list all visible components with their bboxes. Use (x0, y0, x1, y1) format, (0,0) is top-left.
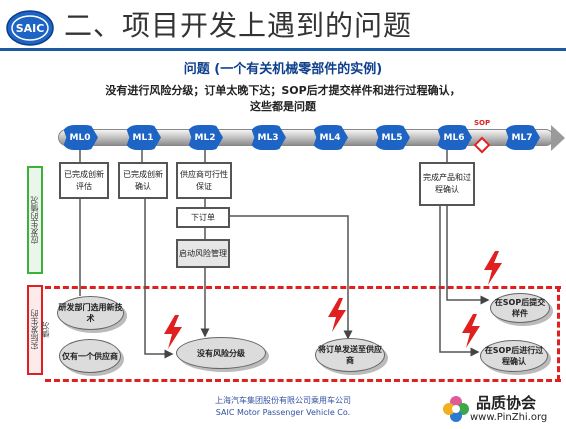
actual-region-bottom-border (45, 379, 561, 382)
box-start-risk-management: 启动风险管理 (176, 239, 230, 268)
sop-label: SOP (474, 119, 491, 127)
saic-logo: SAIC (6, 10, 54, 46)
logo-text: SAIC (16, 22, 45, 35)
slide-subtitle: 问题 (一个有关机械零部件的实例) (183, 62, 383, 77)
actual-band: 实际发生的情况 (27, 285, 50, 375)
footer-company-cn: 上海汽车集团股份有限公司乘用车公司 (215, 396, 351, 405)
box-innovation-assessed: 已完成创新评估 (59, 162, 109, 199)
cloud-samples-after-sop-label: 在SOP后提交样件 (494, 298, 546, 318)
milestone-ml3: ML3 (250, 125, 286, 150)
milestone-ml7: ML7 (504, 125, 540, 150)
milestone-ml2: ML2 (187, 125, 223, 150)
cloud-process-confirm-after-sop: 在SOP后进行过程确认 (480, 335, 548, 372)
lightning-icon (462, 314, 480, 348)
milestone-ml6: ML6 (436, 125, 472, 150)
cloud-samples-after-sop: 在SOP后提交样件 (490, 288, 550, 323)
cloud-process-confirm-after-sop-label: 在SOP后进行过程确认 (484, 346, 544, 366)
footer-company-en: SAIC Motor Passenger Vehicle Co. (215, 408, 351, 417)
cloud-rd-new-tech-label: 研发部门选用新技术 (58, 303, 123, 323)
cloud-rd-new-tech: 研发部门选用新技术 (57, 291, 124, 330)
expected-label: 应发生的情况 (30, 196, 39, 244)
lightning-icon (164, 315, 182, 349)
title-divider (0, 48, 566, 51)
expected-band: 应发生的情况 (27, 166, 43, 274)
cloud-single-supplier-label: 仅有一个供应商 (62, 351, 118, 361)
actual-label: 实际发生的情况 (30, 310, 50, 350)
milestone-ml1: ML1 (125, 125, 161, 150)
watermark-url: www.PinZhi.org (470, 412, 548, 423)
lightning-icon (484, 251, 502, 285)
lightning-icon (328, 298, 346, 332)
cloud-order-to-supplier-label: 将订单发送至供应商 (318, 345, 382, 365)
watermark-name: 品质协会 (476, 394, 537, 412)
milestone-ml4: ML4 (312, 125, 348, 150)
flower-logo-icon (443, 396, 469, 422)
actual-region-top-border (45, 286, 561, 289)
box-product-process-confirmation: 完成产品和过程确认 (419, 162, 475, 206)
box-innovation-confirmed: 已完成创新确认 (118, 162, 168, 199)
milestone-timeline-bar (58, 125, 565, 151)
description-line-2: 这些都是问题 (250, 100, 316, 113)
actual-region-right-border (557, 286, 560, 381)
milestone-ml5: ML5 (374, 125, 410, 150)
box-place-order: 下订单 (176, 207, 230, 228)
box-supplier-feasibility: 供应商可行性保证 (176, 162, 232, 199)
cloud-no-risk-classification: 没有风险分级 (176, 332, 266, 369)
cloud-single-supplier: 仅有一个供应商 (59, 334, 121, 373)
page-title: 二、项目开发上遇到的问题 (64, 9, 413, 42)
description-line-1: 没有进行风险分级；订单太晚下达；SOP后才提交样件和进行过程确认， (105, 84, 461, 97)
cloud-no-risk-classification-label: 没有风险分级 (197, 348, 245, 358)
milestone-ml0: ML0 (62, 125, 98, 150)
cloud-order-to-supplier: 将订单发送至供应商 (315, 333, 385, 372)
